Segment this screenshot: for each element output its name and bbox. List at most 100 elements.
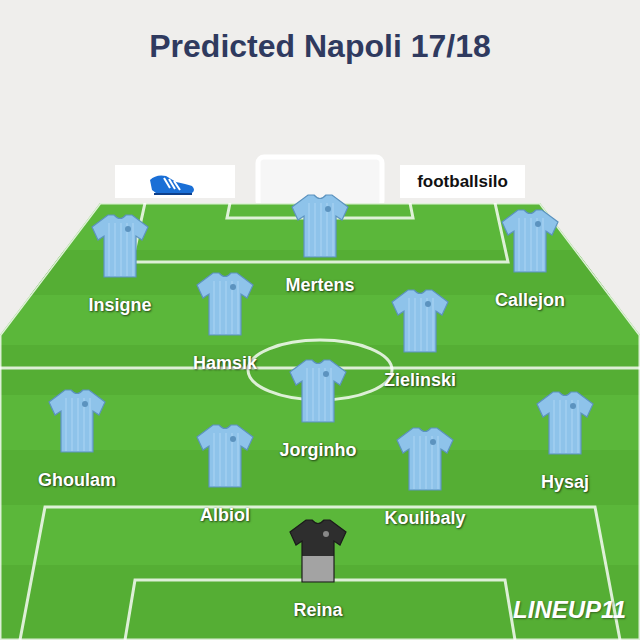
shirt-badge [230,436,236,442]
shirt-icon [290,193,350,259]
player-marker: Ghoulam [36,388,119,491]
shirt-stripe [77,398,79,451]
player-name: Albiol [200,505,250,526]
shirt-stripe [219,433,221,486]
shirt-body [392,290,448,352]
shirt-badge [425,301,431,307]
shirt-stripe [320,203,322,256]
shirt-stripe [225,433,227,486]
shirt-badge [230,284,236,290]
player-marker: Mertens [283,193,357,296]
shirt-lower [303,556,334,581]
shirt-stripe [518,218,520,271]
shirt-stripe [565,400,567,453]
shirt-stripe [432,298,434,351]
shirt-stripe [553,400,555,453]
shirt-stripe [71,398,73,451]
player-name: Insigne [88,295,151,316]
player-marker: Albiol [195,423,255,526]
shirt-stripe [219,281,221,334]
shirt-stripe [530,218,532,271]
shirt-body [397,428,453,490]
shirt-stripe [413,436,415,489]
shirt-stripe [312,368,314,421]
player-name: Zielinski [384,370,456,391]
shirt-body [290,520,346,582]
player-name: Hysaj [541,472,589,493]
shirt-stripe [542,218,544,271]
shirt-icon [500,208,560,274]
shirt-stripe [314,203,316,256]
shirt-stripe [225,281,227,334]
shirt-stripe [414,298,416,351]
shirt-stripe [420,298,422,351]
shirt-icon [195,271,255,337]
shirt-stripe [332,203,334,256]
shirt-stripe [306,368,308,421]
shirt-icon [390,288,450,354]
shirt-stripe [408,298,410,351]
shirt-badge [323,371,329,377]
shirt-stripe [65,398,67,451]
shirt-body [292,195,348,257]
pitch [0,203,640,640]
player-name: Koulibaly [384,508,465,529]
player-marker: Hysaj [535,390,595,493]
brand-watermark: LINEUP11 [513,596,626,624]
shirt-body [290,360,346,422]
shirt-stripe [108,223,110,276]
shirt-stripe [237,433,239,486]
shirt-stripe [114,223,116,276]
player-marker: Reina [288,518,348,621]
shirt-badge [430,439,436,445]
shirt-badge [570,403,576,409]
player-marker: Hamsik [191,271,260,374]
shirt-stripe [425,436,427,489]
player-marker: Jorginho [278,358,359,461]
shirt-body [49,390,105,452]
shirt-icon [395,426,455,492]
player-name: Ghoulam [38,470,116,491]
shirt-badge [323,531,329,537]
shirt-stripe [559,400,561,453]
shirt-icon [47,388,107,454]
shirt-stripe [524,218,526,271]
shirt-stripe [120,223,122,276]
shirt-stripe [89,398,91,451]
shirt-icon [288,358,348,424]
sponsor-board [115,165,235,198]
shirt-body [197,425,253,487]
shirt-body [92,215,148,277]
shirt-badge [125,226,131,232]
player-marker: Callejon [493,208,568,311]
shirt-stripe [213,433,215,486]
shirt-body [537,392,593,454]
boot-logo [150,176,194,195]
player-name: Callejon [495,290,565,311]
shirt-icon [288,518,348,584]
shirt-body [197,273,253,335]
player-marker: Zielinski [382,288,459,391]
player-marker: Koulibaly [382,426,468,529]
shirt-stripe [437,436,439,489]
shirt-body [502,210,558,272]
shirt-stripe [213,281,215,334]
shirt-stripe [318,368,320,421]
player-name: Mertens [285,275,354,296]
player-marker: Insigne [86,213,154,316]
title: Predicted Napoli 17/18 [0,28,640,65]
shirt-stripe [132,223,134,276]
shirt-stripe [419,436,421,489]
sponsor-name: footballsilo [400,165,525,198]
player-name: Jorginho [280,440,357,461]
shirt-stripe [237,281,239,334]
shirt-icon [90,213,150,279]
shirt-stripe [577,400,579,453]
player-name: Hamsik [193,353,257,374]
shirt-badge [535,221,541,227]
shirt-badge [325,206,331,212]
shirt-badge [82,401,88,407]
shirt-icon [195,423,255,489]
shirt-stripe [330,368,332,421]
